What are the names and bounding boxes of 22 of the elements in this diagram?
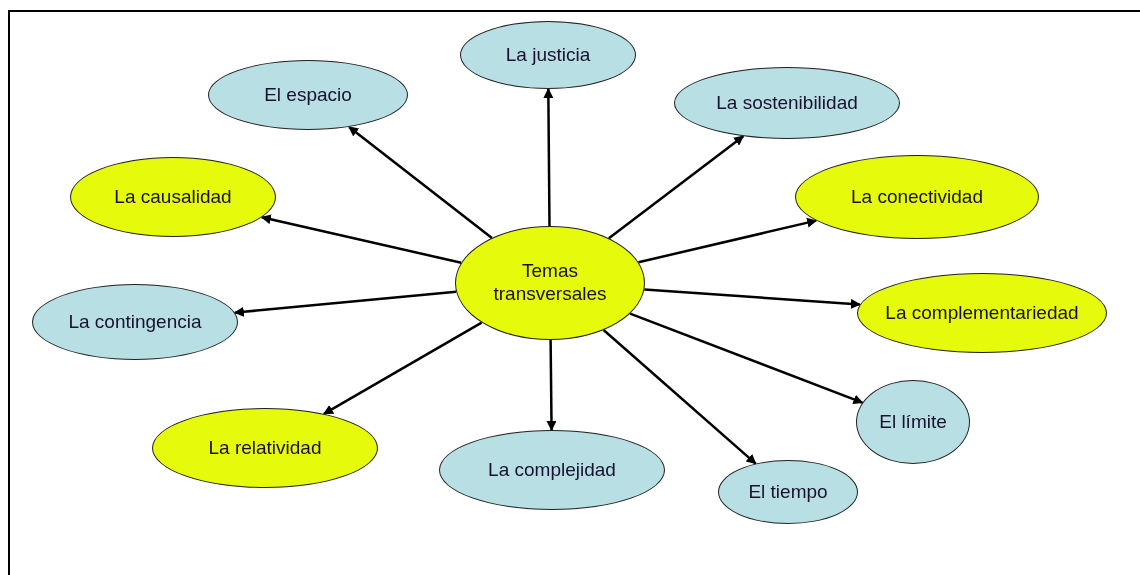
topic-label: El espacio xyxy=(264,83,352,107)
arrow xyxy=(602,329,757,465)
topic-label: La complementariedad xyxy=(885,301,1079,325)
arrow xyxy=(608,135,745,240)
arrow xyxy=(546,340,557,431)
topic-label: La justicia xyxy=(505,43,591,67)
topic-label: La contingencia xyxy=(68,310,202,334)
topic-label: La sostenibilidad xyxy=(716,91,858,115)
topic-label: El tiempo xyxy=(748,480,828,504)
topic-label: La conectividad xyxy=(850,185,983,209)
arrow xyxy=(260,214,462,264)
topic-label: La causalidad xyxy=(114,185,232,209)
topic-label: El límite xyxy=(879,410,947,434)
topic-label: Temas transversales xyxy=(492,260,608,306)
arrow xyxy=(644,288,861,309)
arrow xyxy=(323,321,483,415)
arrow xyxy=(543,88,554,226)
arrow xyxy=(629,312,864,405)
topic-label: La relatividad xyxy=(208,436,322,460)
arrow xyxy=(348,125,493,239)
topic-label: La complejidad xyxy=(488,458,616,482)
arrow xyxy=(638,217,818,264)
